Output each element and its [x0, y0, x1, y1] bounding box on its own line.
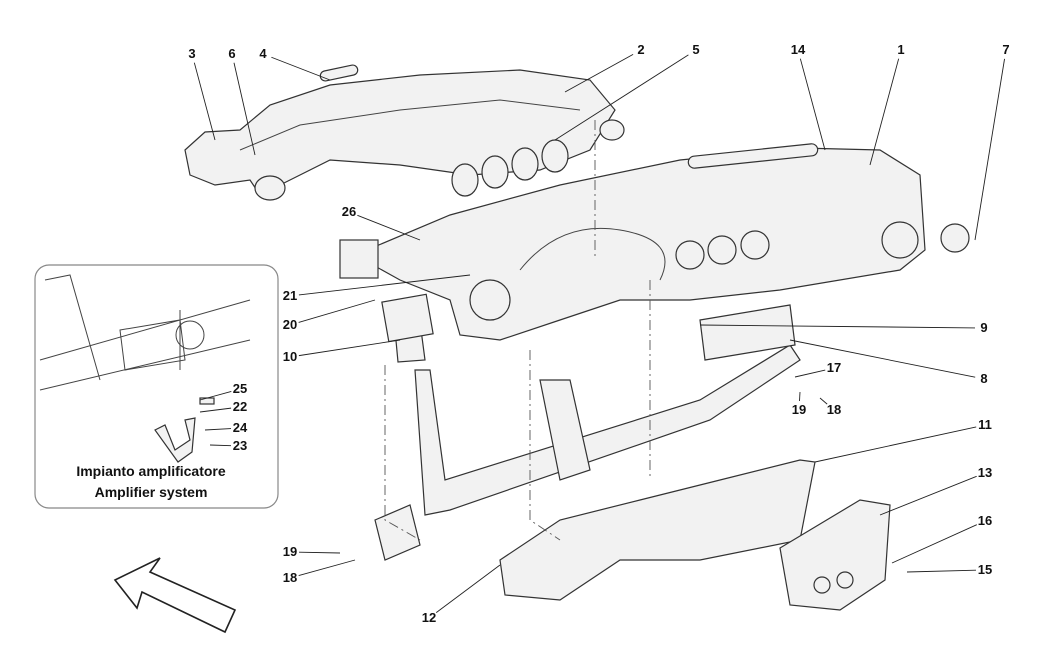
dashed-guide-lines [384, 120, 651, 541]
inset-caption-italian: Impianto amplificatore [76, 463, 226, 479]
callout-label-c9: 9 [980, 320, 987, 335]
callout-label-i25: 25 [233, 381, 247, 396]
leader-line-c11 [814, 426, 977, 463]
callout-label-c14: 14 [791, 42, 806, 57]
callout-label-c15: 15 [978, 562, 992, 577]
leader-line-c26 [357, 214, 421, 241]
callout-label-c6: 6 [228, 46, 235, 61]
callout-label-c19a: 19 [792, 402, 806, 417]
air-duct-assembly [184, 64, 625, 201]
callout-label-c4: 4 [259, 46, 267, 61]
lower-frame [339, 239, 891, 611]
leader-line-c15 [906, 569, 977, 573]
leader-line-c18a [819, 397, 828, 405]
callout-label-i24: 24 [233, 420, 248, 435]
leader-line-c3 [193, 62, 216, 141]
leader-line-c2 [564, 53, 634, 93]
leader-line-c10 [298, 339, 401, 357]
callout-label-c7: 7 [1002, 42, 1009, 57]
arrow-up-left-icon [113, 557, 237, 634]
leader-line-c4 [271, 56, 331, 81]
leader-line-i24 [204, 428, 232, 431]
callout-label-c26: 26 [342, 204, 356, 219]
callout-label-c13: 13 [978, 465, 992, 480]
callout-label-c16: 16 [978, 513, 992, 528]
leader-line-c18b [298, 559, 356, 577]
leader-line-i23 [209, 444, 232, 447]
leader-line-c19b [298, 551, 341, 554]
callout-label-c8: 8 [980, 371, 987, 386]
callout-label-i23: 23 [233, 438, 247, 453]
callout-label-c20: 20 [283, 317, 297, 332]
callout-label-c3: 3 [188, 46, 195, 61]
dashboard-panel [353, 143, 970, 341]
amplifier-inset [34, 264, 279, 509]
leader-line-c7 [974, 58, 1005, 241]
callout-label-c11: 11 [978, 417, 992, 432]
callout-label-c5: 5 [692, 42, 699, 57]
leader-line-c12 [435, 564, 501, 613]
callout-label-c18a: 18 [827, 402, 841, 417]
leader-line-c6 [233, 62, 256, 156]
leader-line-c16 [891, 524, 977, 564]
inset-caption-english: Amplifier system [95, 484, 208, 500]
leader-line-c20 [298, 299, 376, 323]
callout-label-c12: 12 [422, 610, 436, 625]
leader-line-c9 [699, 324, 976, 329]
leader-line-c19a [799, 391, 801, 402]
leader-line-c14 [799, 58, 826, 151]
leader-line-c13 [879, 475, 977, 516]
callout-label-c18b: 18 [283, 570, 297, 585]
callout-label-i22: 22 [233, 399, 247, 414]
callout-label-c19b: 19 [283, 544, 297, 559]
leader-line-c17 [794, 369, 826, 378]
leader-line-c8 [789, 339, 976, 378]
leader-line-i22 [199, 407, 232, 413]
callout-label-c21: 21 [283, 288, 297, 303]
callout-label-c2: 2 [637, 42, 644, 57]
leader-line-c5 [554, 54, 689, 141]
callout-label-c1: 1 [897, 42, 904, 57]
leader-line-c21 [298, 274, 471, 296]
callout-label-c17: 17 [827, 360, 841, 375]
leader-line-c1 [869, 58, 900, 166]
leader-lines [193, 53, 1005, 613]
leader-line-i25 [199, 390, 232, 401]
callout-label-c10: 10 [283, 349, 297, 364]
